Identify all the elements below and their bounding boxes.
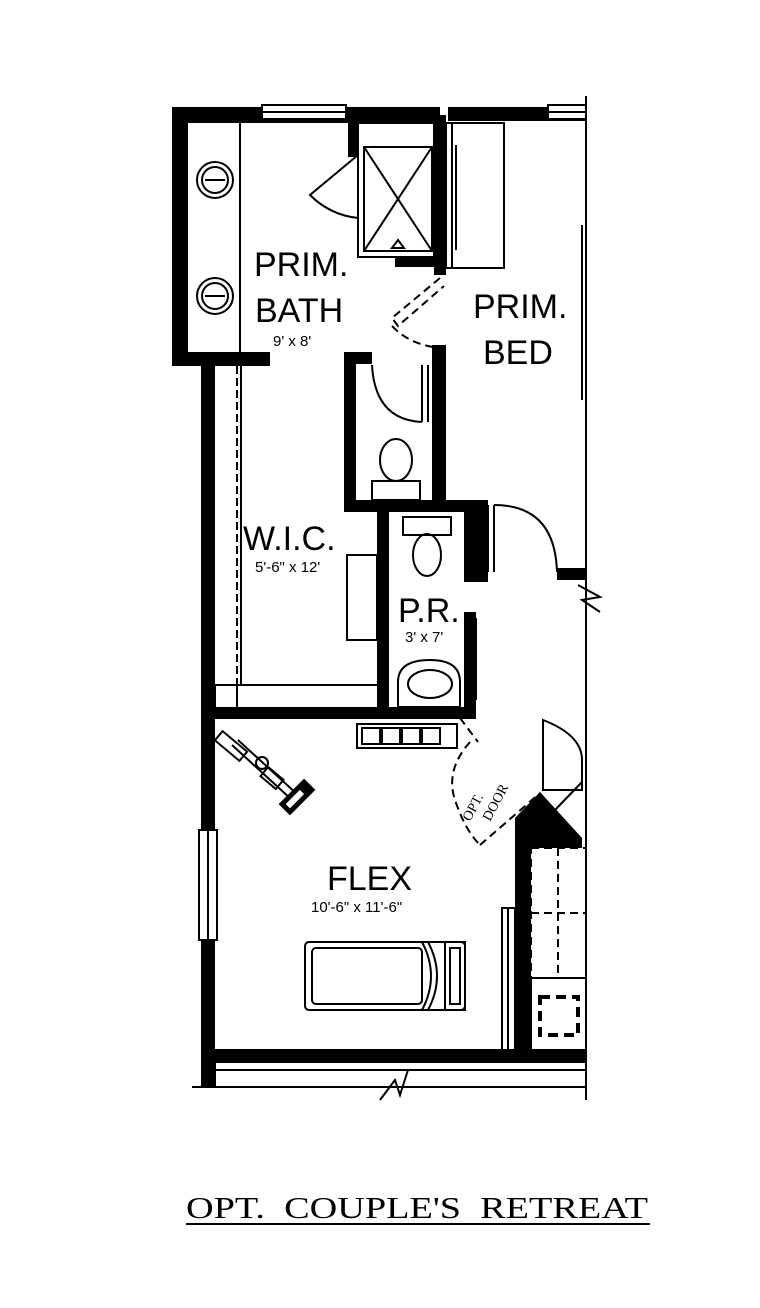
prim-bed-label-2: BED <box>483 334 553 372</box>
wall-step <box>172 352 270 366</box>
flex-label: FLEX <box>327 860 412 898</box>
wall-stair-right <box>515 840 531 1050</box>
sink-icon <box>196 277 234 315</box>
wall-flex-top <box>201 707 476 719</box>
windows <box>198 104 587 941</box>
sink-icon <box>196 161 234 199</box>
pr-dims: 3' x 7' <box>405 629 443 646</box>
wall-left-long <box>201 352 215 1087</box>
wall-wc-bottom <box>344 500 484 512</box>
wall-wc-top <box>344 352 372 364</box>
toilet-icon <box>402 516 452 577</box>
labels: PRIM. BATH 9' x 8' PRIM. BED W.I.C. 5'-6… <box>186 246 650 1225</box>
bath-door <box>390 277 445 349</box>
wic-shelving <box>214 366 378 707</box>
vanity <box>196 123 241 352</box>
wall-shower-left <box>348 115 358 157</box>
wall-wc-left <box>344 352 356 510</box>
wall-shower-right <box>434 115 446 275</box>
weight-bench-icon <box>213 729 316 816</box>
thin-lines <box>192 96 604 1101</box>
sink-icon <box>397 658 461 708</box>
wic-dims: 5'-6" x 12' <box>255 559 320 576</box>
pr-label: P.R. <box>398 592 460 630</box>
wall-left-bath <box>172 107 188 365</box>
wall-pr-left <box>377 500 389 717</box>
opt-door <box>451 717 541 846</box>
wall-bed-door-stub <box>557 568 586 580</box>
walls <box>172 107 586 1087</box>
toilet-icon <box>371 438 421 501</box>
prim-bath-label-2: BATH <box>255 292 343 330</box>
prim-bath-dims: 9' x 8' <box>273 333 311 350</box>
treadmill-icon <box>304 941 466 1011</box>
bed-door <box>487 504 558 573</box>
stair-icon <box>530 718 587 1051</box>
wic-label: W.I.C. <box>243 520 336 558</box>
shower-icon <box>308 122 435 258</box>
wall-shower-bottom <box>395 257 446 267</box>
plan-caption: OPT. COUPLE'S RETREAT <box>186 1190 648 1225</box>
opt-door-label-2: DOOR <box>480 781 512 824</box>
tub-ledge <box>445 122 583 400</box>
powder-room <box>397 516 477 708</box>
wall-cabinets <box>356 723 458 749</box>
wall-flex-bottom <box>201 1049 585 1063</box>
prim-bath-label-1: PRIM. <box>254 246 348 284</box>
prim-bed-label-1: PRIM. <box>473 288 567 326</box>
flex-cabinet <box>501 907 516 1051</box>
wall-wc-right <box>432 345 446 510</box>
flex-dims: 10'-6" x 11'-6" <box>311 899 402 916</box>
wc-closet <box>371 364 429 501</box>
wall-pr-right-top <box>464 500 476 582</box>
wall-bed-door-left <box>476 500 488 582</box>
